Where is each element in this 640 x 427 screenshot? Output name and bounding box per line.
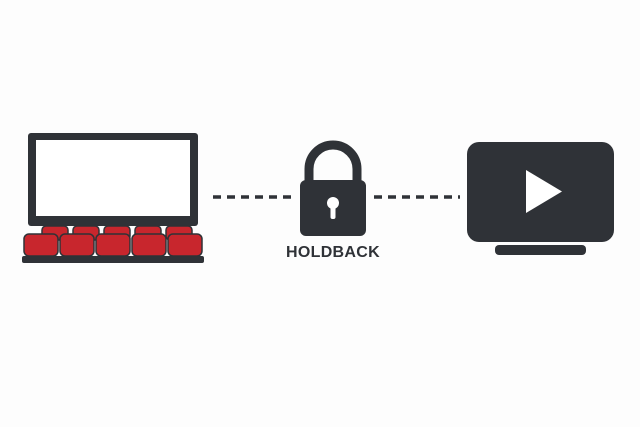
play-icon bbox=[526, 170, 562, 213]
front-seat bbox=[131, 233, 167, 257]
tv-stand bbox=[495, 245, 586, 255]
padlock-shackle bbox=[304, 140, 362, 181]
keyhole-icon bbox=[327, 197, 339, 209]
front-seat bbox=[167, 233, 203, 257]
theater-screen bbox=[36, 140, 190, 216]
movie-theater-icon bbox=[22, 133, 204, 263]
theater-front-row bbox=[23, 233, 203, 257]
front-seat bbox=[59, 233, 95, 257]
front-seat bbox=[23, 233, 59, 257]
padlock-icon bbox=[300, 140, 366, 236]
holdback-label: HOLDBACK bbox=[286, 244, 380, 261]
theater-floor bbox=[22, 256, 204, 263]
front-seat bbox=[95, 233, 131, 257]
keyhole-slot bbox=[330, 206, 336, 219]
tv-play-icon bbox=[467, 142, 614, 255]
